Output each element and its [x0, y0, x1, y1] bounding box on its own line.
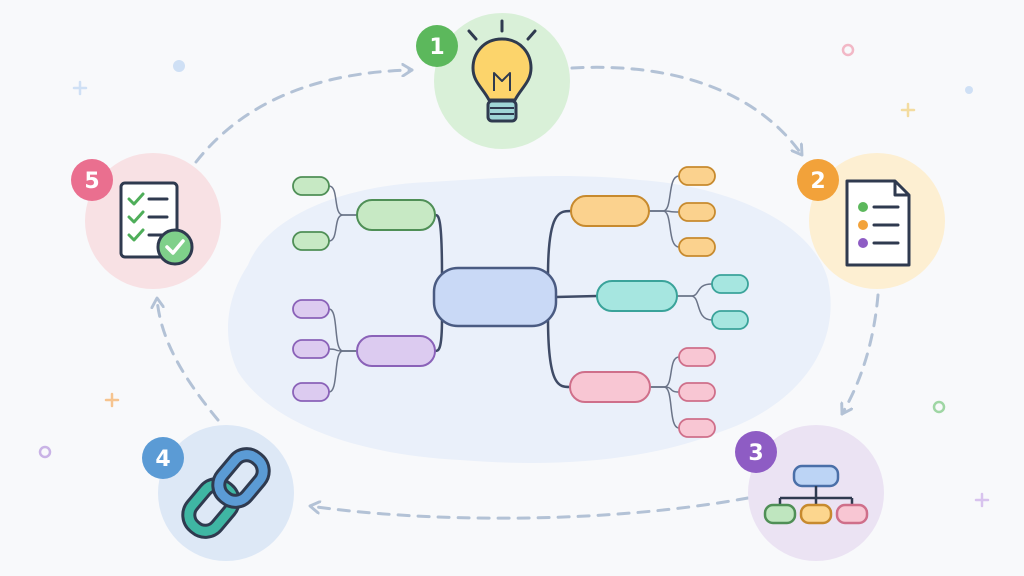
- mind-map-subedge-teal: [677, 295, 713, 321]
- stage-badge-circle: [797, 159, 839, 201]
- checklist-tick: [127, 210, 145, 224]
- stage-number: 5: [84, 169, 99, 194]
- hierarchy-root: [792, 464, 840, 488]
- hierarchy-lines: [778, 486, 854, 505]
- branch-node-teal: [596, 280, 678, 312]
- checklist-check-badge: [156, 228, 194, 266]
- leaf-node-teal: [711, 274, 749, 294]
- connector-1-to-2: [570, 65, 804, 157]
- chain-link-icon: [181, 447, 271, 539]
- stage-number: 3: [748, 441, 763, 466]
- leaf-node-green: [292, 176, 330, 196]
- document-bullet: [858, 202, 868, 212]
- leaf-node-teal: [711, 310, 749, 330]
- stage-badge: 3: [735, 431, 777, 473]
- stage-2: 2: [797, 153, 945, 289]
- leaf-node-orange: [678, 166, 716, 186]
- checklist-tick: [127, 192, 145, 206]
- mind-map-edge-orange: [546, 209, 572, 277]
- hierarchy-child: [835, 503, 869, 525]
- branch-node-pink: [569, 371, 651, 403]
- mind-map: [227, 166, 831, 463]
- bulb-rays: [467, 19, 537, 41]
- sparkle-ring: [932, 400, 946, 414]
- bulb-glass: [471, 37, 533, 102]
- mind-map-nodes: [292, 166, 749, 438]
- sparkle-plus: [974, 492, 990, 508]
- decorative-sparkles: [38, 43, 990, 508]
- stage-3: 3: [735, 425, 884, 561]
- sparkle-ring: [841, 43, 855, 57]
- connector-3-to-4: [308, 496, 750, 520]
- bulb-base: [486, 99, 518, 123]
- mind-map-subedge-pink: [650, 386, 680, 429]
- stage-badge: 2: [797, 159, 839, 201]
- cycle-connectors: [157, 65, 880, 520]
- sparkle-plus: [72, 80, 88, 96]
- connector-2-to-3: [842, 293, 880, 416]
- mind-map-edge-teal: [555, 294, 598, 299]
- stage-badge-circle: [416, 25, 458, 67]
- stage-number: 4: [155, 447, 170, 472]
- chain-link-b: [214, 450, 268, 506]
- stage-number: 2: [810, 169, 825, 194]
- leaf-node-purple: [292, 339, 330, 359]
- document-bullet: [858, 238, 868, 248]
- hierarchy-child: [763, 503, 797, 525]
- leaf-node-purple: [292, 299, 330, 319]
- branch-node-orange: [570, 195, 650, 227]
- mind-map-edges: [328, 175, 713, 429]
- sparkle-dot: [173, 60, 185, 72]
- stage-1: 1: [416, 13, 570, 149]
- checklist-icon: [119, 181, 194, 266]
- document-list-icon: [845, 179, 911, 267]
- stage-badge-circle: [142, 437, 184, 479]
- leaf-node-orange: [678, 237, 716, 257]
- stage-badge-circle: [735, 431, 777, 473]
- cycle-stages: 1 2 3 4 5: [71, 13, 945, 561]
- stage-badge-circle: [71, 159, 113, 201]
- sparkle-ring: [38, 445, 52, 459]
- checklist-check-mark: [165, 239, 185, 255]
- checklist-tick: [127, 228, 145, 242]
- connector-4-to-5: [157, 296, 220, 422]
- leaf-node-pink: [678, 382, 716, 402]
- branch-node-green: [356, 199, 436, 231]
- hierarchy-icon: [763, 464, 869, 525]
- leaf-node-pink: [678, 347, 716, 367]
- leaf-node-purple: [292, 382, 330, 402]
- lightbulb-icon: [467, 19, 537, 123]
- sparkle-plus: [900, 102, 916, 118]
- stage-4: 4: [142, 425, 294, 561]
- document-bullet: [858, 220, 868, 230]
- leaf-node-green: [292, 231, 330, 251]
- stage-number: 1: [429, 35, 444, 60]
- bulb-filament: [493, 72, 511, 91]
- leaf-node-pink: [678, 418, 716, 438]
- sparkle-dot: [965, 86, 973, 94]
- bulb-thread: [490, 107, 514, 115]
- connector-5-to-1: [194, 70, 414, 164]
- mind-map-subedge-orange: [649, 210, 680, 248]
- leaf-node-orange: [678, 202, 716, 222]
- stage-badge: 1: [416, 25, 458, 67]
- center-node: [432, 266, 558, 328]
- hierarchy-child: [799, 503, 833, 525]
- sparkle-plus: [104, 392, 120, 408]
- stage-badge: 4: [142, 437, 184, 479]
- mind-map-edge-pink: [546, 317, 571, 389]
- branch-node-purple: [356, 335, 436, 367]
- mind-map-subedge-purple: [328, 350, 357, 393]
- mind-map-subedge-green: [328, 214, 357, 242]
- stage-5: 5: [71, 153, 221, 289]
- stage-badge: 5: [71, 159, 113, 201]
- document-fold: [893, 181, 909, 197]
